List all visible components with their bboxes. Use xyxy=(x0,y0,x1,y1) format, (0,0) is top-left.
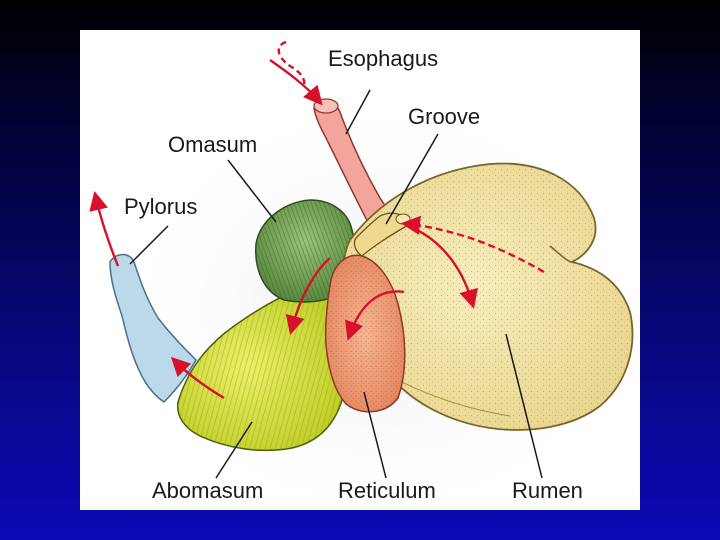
leader-rumen xyxy=(505,333,543,479)
arrow-esophagus-loop xyxy=(277,40,306,89)
arrow-esophagus-in xyxy=(269,59,323,106)
leader-lines xyxy=(129,89,543,479)
label-reticulum: Reticulum xyxy=(338,478,436,503)
arrow-groove-dashed xyxy=(400,215,545,274)
label-rumen: Rumen xyxy=(512,478,583,503)
esophagus-opening xyxy=(313,98,339,114)
rumen-fold xyxy=(549,245,573,263)
leader-esophagus xyxy=(345,89,371,135)
arrow-abomasum xyxy=(170,356,225,400)
arrow-pylorus-out xyxy=(89,190,120,267)
arrow-reticulum xyxy=(345,290,405,341)
leader-reticulum xyxy=(363,391,387,479)
leader-abomasum xyxy=(215,421,253,479)
diagram-panel: Esophagus Groove Omasum Pylorus Abomasum… xyxy=(80,30,640,510)
abomasum-texture xyxy=(177,283,353,451)
label-esophagus: Esophagus xyxy=(328,46,439,71)
flow-arrows xyxy=(89,40,545,400)
label-pylorus: Pylorus xyxy=(124,194,198,219)
stomach-diagram xyxy=(89,40,640,510)
omasum-texture xyxy=(255,200,355,302)
arrow-omasum xyxy=(285,257,331,335)
label-abomasum: Abomasum xyxy=(152,478,264,503)
leader-groove xyxy=(385,133,439,225)
groove-opening xyxy=(395,213,411,225)
label-groove: Groove xyxy=(408,104,481,129)
label-omasum: Omasum xyxy=(168,132,258,157)
leader-pylorus xyxy=(129,225,169,265)
arrow-rumen xyxy=(407,224,478,309)
leader-omasum xyxy=(227,159,277,223)
